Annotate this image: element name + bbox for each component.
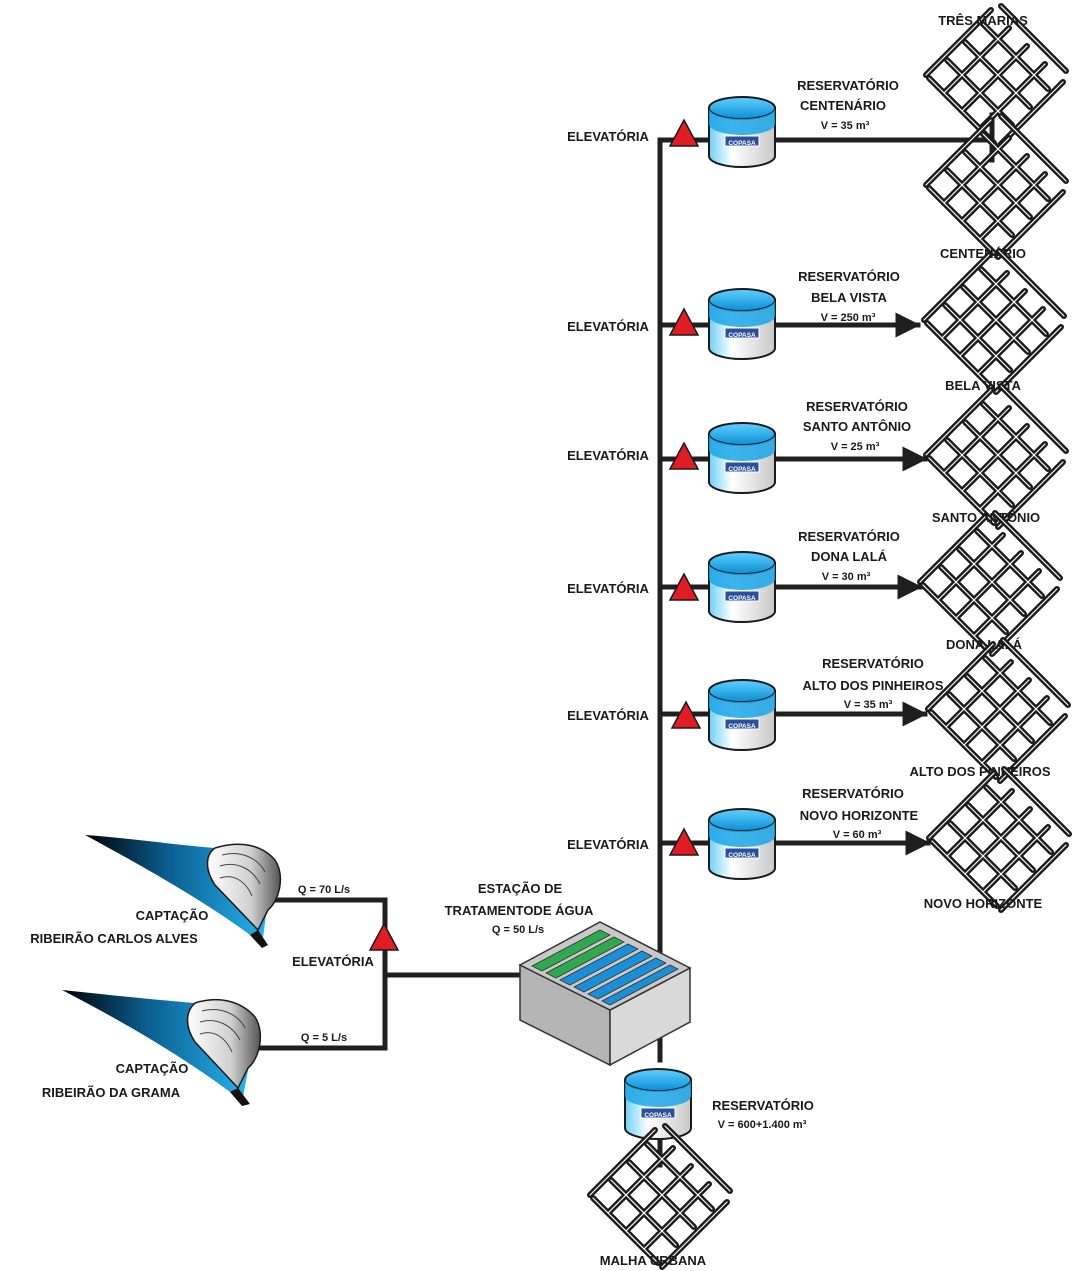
reservoir-name-line2: CENTENÁRIO [800,98,886,113]
treatment-name-line1: ESTAÇÃO DE [478,881,563,896]
reservoir-tank-icon [708,96,776,168]
copasa-logo: COPASA [728,595,756,602]
copasa-logo: COPASA [728,852,756,859]
branch-centenario: COPASA ELEVATÓRIA RESERVATÓRIO CENTENÁRI… [567,6,1066,261]
treatment-plant-icon [518,921,692,1067]
branch-alto-dos-pinheiros: COPASA ELEVATÓRIA RESERVATÓRIO ALTO DOS … [567,640,1068,781]
intake-pump-label: ELEVATÓRIA [292,954,374,969]
pump-icon [669,119,699,147]
pump-label: ELEVATÓRIA [567,319,649,334]
network-grid-icon [928,640,1068,781]
reservoir-volume: V = 25 m³ [831,441,880,453]
copasa-logo: COPASA [644,1112,672,1119]
river-intake-icon [85,835,282,948]
reservoir-name-line1: RESERVATÓRIO [822,656,924,671]
reservoir-name-line1: RESERVATÓRIO [798,269,900,284]
reservoir-name-line2: NOVO HORIZONTE [800,808,919,823]
copasa-logo: COPASA [728,332,756,339]
network-label-tres-marias: TRÊS MARIAS [938,13,1028,28]
reservoir-volume: V = 250 m³ [821,312,876,324]
reservoir-tank-icon [708,288,776,360]
source2-flow: Q = 5 L/s [301,1032,347,1044]
network-grid-icon [920,513,1060,654]
branch-novo-horizonte: COPASA ELEVATÓRIA RESERVATÓRIO NOVO HORI… [567,769,1069,911]
network-grid-icon [926,116,1066,257]
intake-pipes [252,897,528,1051]
reservoir-volume: V = 35 m³ [821,120,870,132]
reservoir-name-line2: ALTO DOS PINHEIROS [802,678,943,693]
main-reservoir-title: RESERVATÓRIO [712,1098,814,1113]
main-reservoir-tank-icon [624,1068,692,1140]
treatment-flow: Q = 50 L/s [492,924,544,936]
network-grid-icon [924,251,1064,392]
source2-name-line2: RIBEIRÃO DA GRAMA [42,1085,181,1100]
pump-icon [369,923,399,951]
river-intake-icon [62,990,262,1106]
pump-icon [669,308,699,336]
copasa-logo: COPASA [728,466,756,473]
pump-label: ELEVATÓRIA [567,129,649,144]
branch-bela-vista: COPASA ELEVATÓRIA RESERVATÓRIO BELA VIST… [567,251,1064,393]
reservoir-name-line2: SANTO ANTÔNIO [803,419,911,434]
reservoir-volume: V = 60 m³ [833,829,882,841]
reservoir-tank-icon [708,808,776,880]
pump-label: ELEVATÓRIA [567,448,649,463]
pump-icon [669,442,699,470]
urban-network-label: MALHA URBANA [600,1253,707,1268]
network-grid-icon [926,386,1066,527]
pump-label: ELEVATÓRIA [567,837,649,852]
main-reservoir-volume: V = 600+1.400 m³ [718,1119,807,1131]
reservoir-tank-icon [708,551,776,623]
branch-santo-antonio: COPASA ELEVATÓRIA RESERVATÓRIO SANTO ANT… [567,386,1066,527]
reservoir-name-line1: RESERVATÓRIO [797,78,899,93]
network-grid-icon [929,769,1069,910]
reservoir-volume: V = 30 m³ [822,571,871,583]
reservoir-tank-icon [708,679,776,751]
reservoir-name-line1: RESERVATÓRIO [798,529,900,544]
reservoir-name-line1: RESERVATÓRIO [806,399,908,414]
source1-name-line2: RIBEIRÃO CARLOS ALVES [30,931,198,946]
source1-name-line1: CAPTAÇÃO [136,908,209,923]
reservoir-tank-icon [708,422,776,494]
reservoir-volume: V = 35 m³ [844,699,893,711]
network-label: ALTO DOS PINHEIROS [909,764,1050,779]
pump-label: ELEVATÓRIA [567,581,649,596]
reservoir-name-line2: BELA VISTA [811,290,887,305]
copasa-logo: COPASA [728,723,756,730]
source1-flow: Q = 70 L/s [298,884,350,896]
treatment-name-line2: TRATAMENTODE ÁGUA [445,903,594,918]
branch-dona-lala: COPASA ELEVATÓRIA RESERVATÓRIO DONA LALÁ… [567,513,1060,654]
reservoir-name-line1: RESERVATÓRIO [802,786,904,801]
source2-name-line1: CAPTAÇÃO [116,1061,189,1076]
network-label: NOVO HORIZONTE [924,896,1043,911]
copasa-logo: COPASA [728,140,756,147]
pump-label: ELEVATÓRIA [567,708,649,723]
network-label: BELA VISTA [945,378,1021,393]
reservoir-name-line2: DONA LALÁ [811,549,888,564]
